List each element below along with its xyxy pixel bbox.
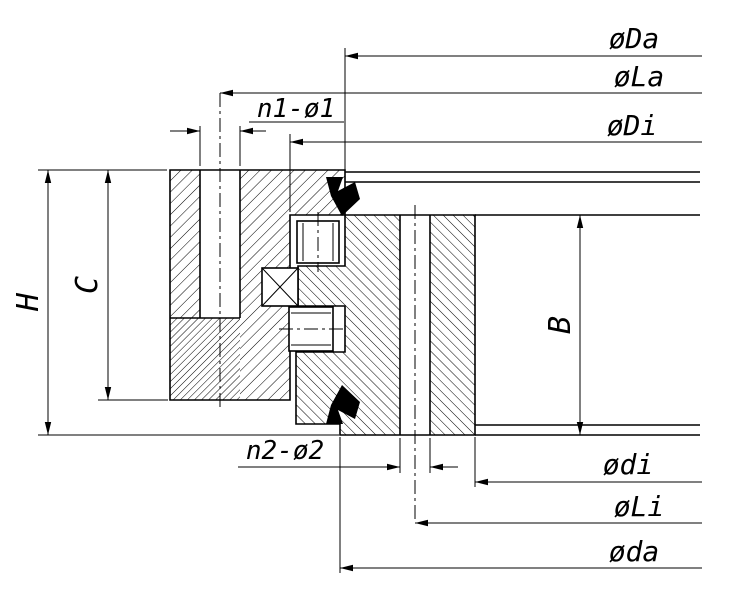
dimension-h: H <box>11 169 339 436</box>
dim-label-da-inner: øda <box>609 535 660 568</box>
dim-label-n1-holes: n1-ø1 <box>257 94 335 124</box>
dimension-da-outer: øDa <box>344 22 702 170</box>
dimension-c: C <box>70 170 168 401</box>
dimension-di-inner: ødi <box>474 437 702 487</box>
dimension-n2-holes: n2-ø2 <box>238 436 458 473</box>
dimension-n1-holes: n1-ø1 <box>170 94 344 166</box>
dimension-b: B <box>543 215 584 435</box>
roller-lower <box>279 306 343 352</box>
dim-label-da-outer: øDa <box>609 22 660 55</box>
dimension-li: øLi <box>415 490 702 527</box>
inner-ring-section <box>170 170 345 400</box>
seal-bottom <box>326 385 360 424</box>
seal-top <box>326 177 360 216</box>
dim-label-c: C <box>70 276 105 294</box>
dimension-la: øLa <box>220 60 702 97</box>
dim-label-h: H <box>11 292 46 312</box>
dim-label-la: øLa <box>614 60 665 93</box>
ring-continuation-lines <box>345 171 700 436</box>
dimension-da-inner: øda <box>339 437 702 573</box>
roller-spacer <box>261 267 299 307</box>
dim-label-n2-holes: n2-ø2 <box>246 436 324 466</box>
dim-label-di-outer: øDi <box>607 109 658 142</box>
dim-label-di-inner: ødi <box>603 448 654 481</box>
roller-upper <box>296 212 340 272</box>
dimension-di-outer: øDi <box>289 109 702 212</box>
dim-label-li: øLi <box>614 490 665 523</box>
dim-label-b: B <box>543 316 578 334</box>
